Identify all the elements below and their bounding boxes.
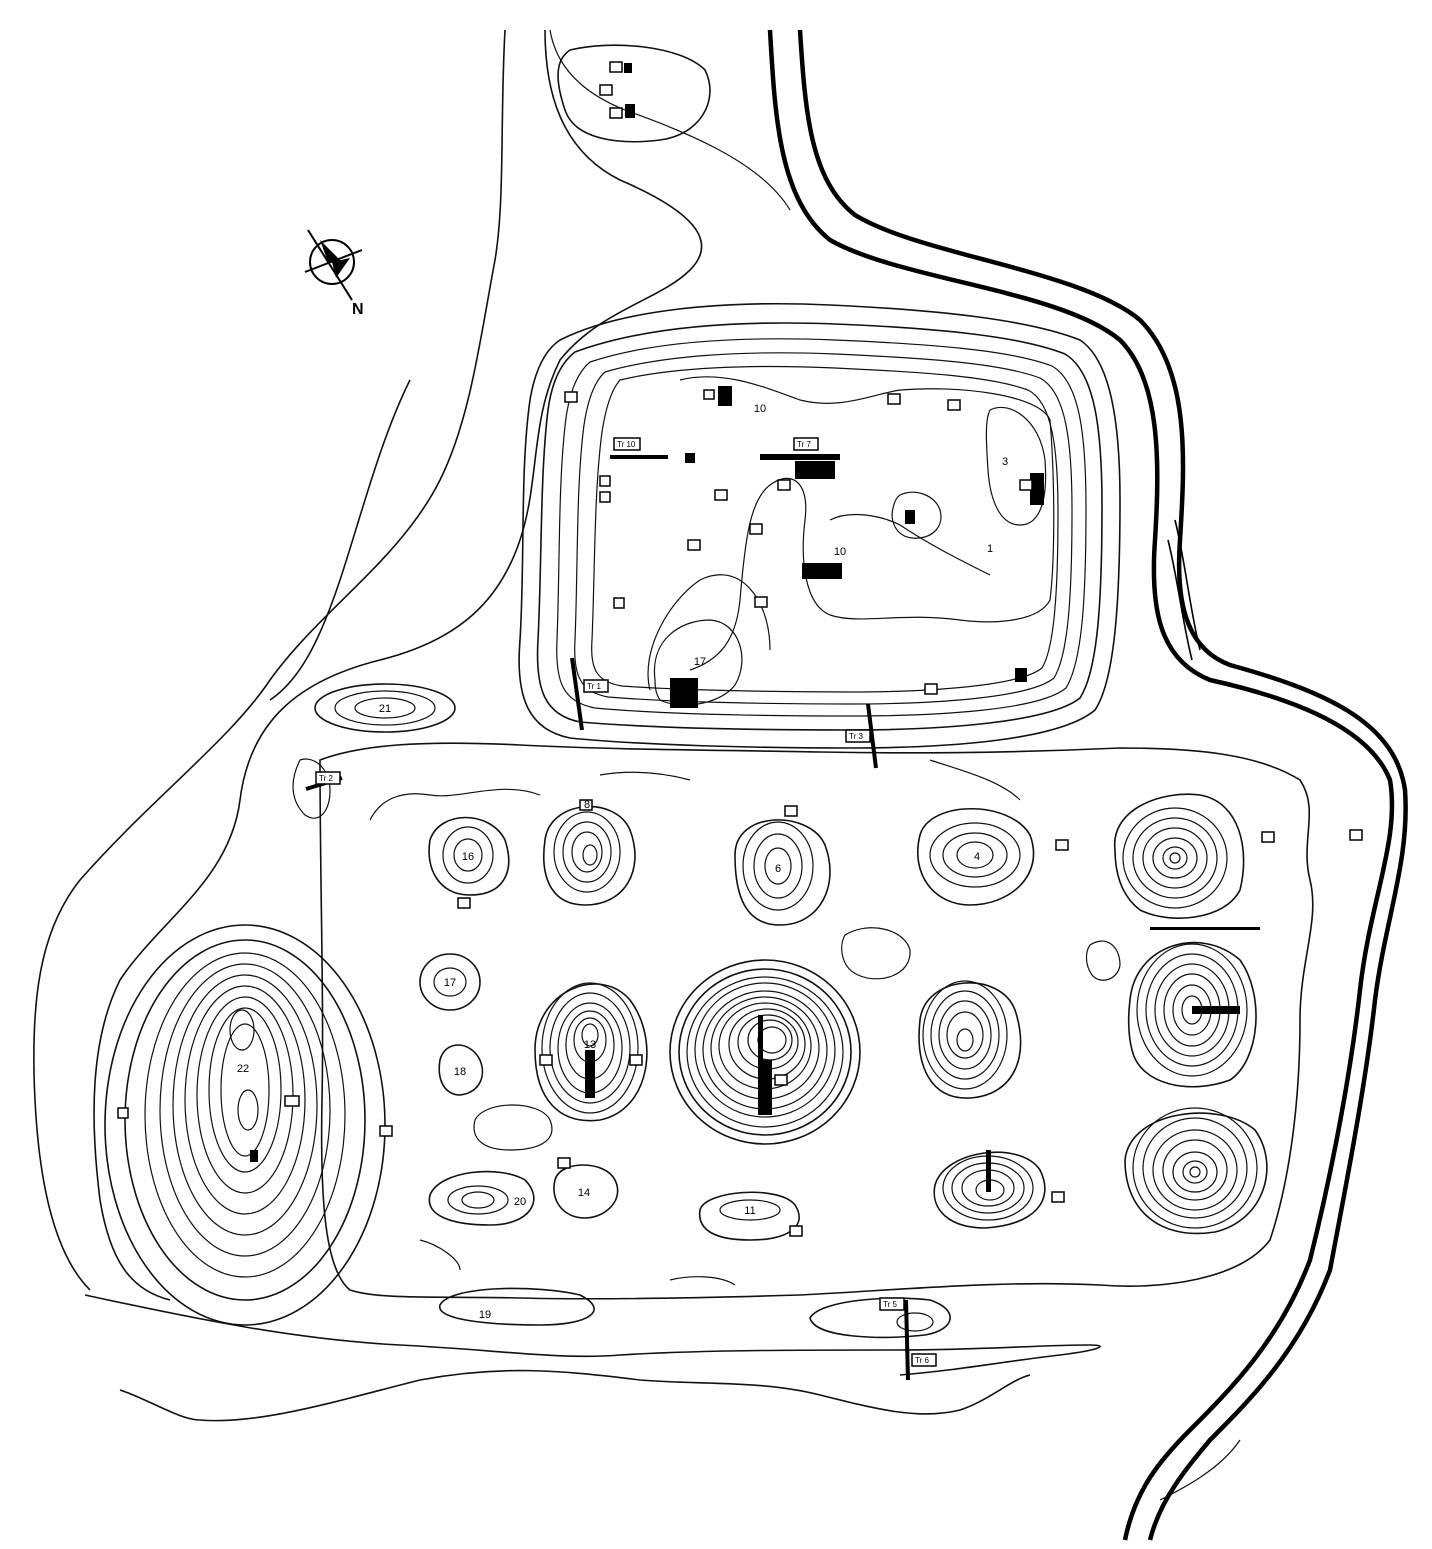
mound-14: 14 <box>553 1157 619 1219</box>
mound-5 <box>918 980 1022 1099</box>
mound-18: 18 <box>438 1044 484 1096</box>
mound-label: 1 <box>987 543 993 555</box>
mound-label: 3 <box>1002 456 1008 468</box>
mound-label: 13 <box>584 1039 596 1051</box>
mound-label: 10 <box>834 546 846 558</box>
enclosure-features: 10 10 1 3 17 <box>564 386 1044 708</box>
mound-label: 21 <box>379 703 391 715</box>
mound-1 <box>1124 1107 1268 1235</box>
mound-2 <box>1127 927 1260 1088</box>
minor-contours <box>292 758 1121 1286</box>
mound-label: 14 <box>578 1187 590 1199</box>
mound-label: 6 <box>775 863 781 875</box>
mound-20: 21 <box>314 683 456 733</box>
mound-label: 20 <box>514 1196 526 1208</box>
lower-terrace <box>319 742 1314 1300</box>
mound-label: 4 <box>974 851 980 863</box>
trench-label: Tr 1 <box>587 682 601 691</box>
mound-13: 13 <box>534 982 648 1122</box>
mound-label: 18 <box>454 1066 466 1078</box>
enclosure-platform <box>518 302 1121 749</box>
mound-label: 10 <box>754 403 766 415</box>
mound-6: 6 <box>734 805 831 926</box>
mound-15: 20 <box>428 1170 535 1226</box>
trench-labels: Tr 1 Tr 3 Tr 2 Tr 5 Tr 6 Tr 7 Tr 10 <box>315 437 937 1367</box>
mound-label: 17 <box>694 656 706 668</box>
mound-label: 19 <box>479 1309 491 1321</box>
mound-label: 17 <box>444 977 456 989</box>
north-arrow-icon: N <box>304 229 364 318</box>
trench-label: Tr 7 <box>797 440 811 449</box>
mound-12 <box>669 959 861 1145</box>
northern-knoll <box>557 44 711 143</box>
trench-label: Tr 5 <box>883 1300 897 1309</box>
trench-label: Tr 2 <box>319 774 333 783</box>
mound-label: 8 <box>584 799 590 811</box>
mound-3 <box>1114 793 1363 919</box>
mound-17: 17 <box>419 953 481 1011</box>
mound-label: 16 <box>462 851 474 863</box>
mound-19: 19 <box>439 1287 595 1326</box>
mound-label: 11 <box>744 1205 755 1217</box>
mound-16: 16 <box>428 816 510 909</box>
trench-label: Tr 6 <box>915 1356 929 1365</box>
trench-label: Tr 3 <box>849 732 863 741</box>
mound-4: 4 <box>917 808 1069 906</box>
mound-9 <box>933 1150 1065 1229</box>
trench-label: Tr 10 <box>617 440 636 449</box>
north-label: N <box>352 301 364 318</box>
mound-label: 22 <box>237 1063 249 1075</box>
mound-22 <box>809 1297 951 1339</box>
outer-contours <box>33 29 1241 1501</box>
mound-8: 8 <box>543 799 636 906</box>
mound-11: 11 <box>698 1191 803 1241</box>
river <box>767 29 1408 1541</box>
mound-21: 22 <box>104 924 393 1326</box>
